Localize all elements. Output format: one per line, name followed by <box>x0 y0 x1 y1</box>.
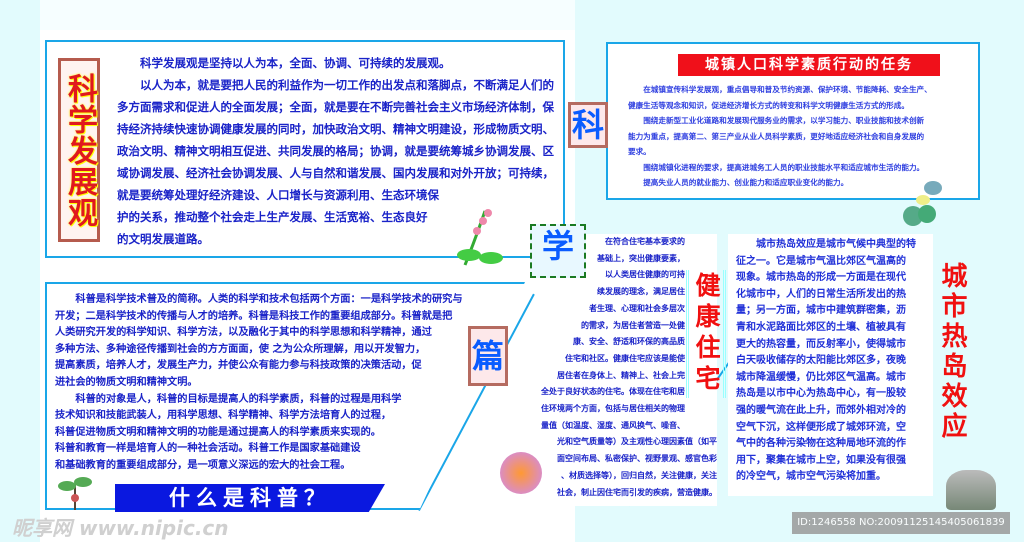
heat-island-panel: 城市热岛效应是城市气候中典型的特征之一。它是城市气温比郊区气温高的现象。城市热岛… <box>728 234 933 496</box>
text-line: 围绕走新型工业化道路和发展现代服务业的需求，以学习能力、职业技能和技术创新 <box>643 116 925 125</box>
housing-text: 在符合住宅基本要求的基础上，突出健康要素， 以人类居住健康的可持续发展的理念，满足… <box>535 234 717 501</box>
text-line: 者生理、心理和社会多层次 <box>589 303 685 313</box>
text-line: 护的关系，推动整个社会走上生产发展、生活宽裕、生态良好 <box>117 210 428 224</box>
text-line: 多方面需求和促进人的全面发展；全面，就是要在不断完善社会主义市场经济体制，保 <box>117 100 554 114</box>
text-line: 康、安全、舒适和环保的高品质 <box>573 337 685 347</box>
scientific-outlook-text: 科学发展观是坚持以人为本，全面、协调、可持续的发展观。以人为本，就是要把人民的利… <box>117 52 554 250</box>
text-line: 征之一。它是城市气温比郊区气温高的 <box>736 255 906 267</box>
text-line: 量值（如温度、湿度、通风换气、噪音、 <box>541 420 685 430</box>
text-line: 全处于良好状态的住宅。体现在住宅和居 <box>541 387 685 397</box>
text-line: 的冷空气，城市空气污染将加重。 <box>736 471 886 483</box>
text-line: 提高素质，培养人才，发展生产力，并使公众有能力参与科技政策的决策活动，促 <box>55 360 422 372</box>
plant-icon <box>895 178 945 228</box>
text-line: 进社会的物质文明和精神文明。 <box>55 376 198 388</box>
heat-island-text: 城市热岛效应是城市气候中典型的特征之一。它是城市气温比郊区气温高的现象。城市热岛… <box>736 237 916 486</box>
text-line: 续发展的理念，满足居住 <box>597 287 685 297</box>
text-line: 量；另一方面，城市中建筑群密集，沥 <box>736 305 906 317</box>
tile-pian: 篇 <box>468 326 508 386</box>
text-line: 用下，聚集在城市上空，如果没有很强 <box>736 454 906 466</box>
text-line: 要求。 <box>628 147 651 156</box>
text-line: 城市降温缓慢，仍比郊区气温高。城市 <box>736 371 906 383</box>
text-line: 在城镇宣传科学发展观，重点倡导和普及节约资源、保护环境、节能降耗、安全生产、 <box>643 85 932 94</box>
text-line: 的需求，为居住者营造一处健 <box>581 320 685 330</box>
text-line: 面空间布局、私密保护、视野景观、感官色彩 <box>557 454 717 464</box>
text-line: 气中的各种污染物在这种局地环流的作 <box>736 438 906 450</box>
scientific-outlook-title: 科学发展观 <box>58 58 100 242</box>
text-line: 政治文明、精神文明相互促进、共同发展的格局；协调，就是要统筹城乡协调发展、区 <box>117 144 554 158</box>
text-line: 能力为重点，提高第二、第三产业从业人员科学素质，更好地适应经济社会和自身发展的 <box>628 131 925 141</box>
flower-icon <box>455 205 505 267</box>
text-line: 和基础教育的重要组成部分，是一项意义深远的宏大的社会工程。 <box>55 459 351 471</box>
text-line: 科普促进物质文明和精神文明的功能是通过提高人的科学素质来实现的。 <box>55 426 381 438</box>
text-line: 空气下沉，这样便形成了城郊环流，空 <box>736 421 906 433</box>
text-line: 域协调发展、经济社会协调发展、人与自然和谐发展、国内发展和对外开放；可持续， <box>117 166 554 180</box>
left-background <box>0 0 40 542</box>
text-line: 以人类居住健康的可持 <box>605 270 685 280</box>
text-line: 社会，制止因住宅而引发的疾病，营造健康。 <box>557 487 717 497</box>
text-line: 以人为本，就是要把人民的利益作为一切工作的出发点和落脚点，不断满足人们的 <box>140 78 554 92</box>
text-line: 更大的热容量，而反射率小，使得城市 <box>736 338 906 350</box>
text-line: 白天吸收储存的太阳能比郊区多，夜晚 <box>736 355 906 367</box>
text-line: 热岛是以市中心为热岛中心，有一股较 <box>736 388 906 400</box>
text-line: 现象。城市热岛的形成一方面是在现代 <box>736 272 906 284</box>
kepu-title-banner: 什么是科普？ <box>115 484 385 512</box>
text-line: 开发；二是科学技术的传播与人才的培养。科普是科技工作的重要组成部分。科普就是把 <box>55 310 453 322</box>
scientific-outlook-panel: 科学发展观是坚持以人为本，全面、协调、可持续的发展观。以人为本，就是要把人民的利… <box>45 40 565 258</box>
heat-island-title: 城市热岛效应 <box>937 262 967 442</box>
sun-icon <box>500 452 542 494</box>
plant-icon <box>55 474 95 510</box>
text-line: 科普和教育一样是培育人的一种社会活动。科普工作是国家基础建设 <box>55 443 361 455</box>
text-line: 科普的对象是人，科普的目标是提高人的科学素质，科普的过程是用科学 <box>75 393 402 405</box>
kepu-panel: 科普是科学技术普及的简称。人类的科学和技术包括两个方面：一是科学技术的研究与开发… <box>45 282 525 510</box>
text-line: 强的暖气流在此上升，而郊外相对冷的 <box>736 404 906 416</box>
text-line: 科普是科学技术普及的简称。人类的科学和技术包括两个方面：一是科学技术的研究与 <box>75 294 463 305</box>
text-line: 持经济持续快速协调健康发展的同时，加快政治文明、精神文明建设，形成物质文明、 <box>117 122 554 136</box>
text-line: 城市热岛效应是城市气候中典型的特 <box>756 239 916 250</box>
tile-ke: 科 <box>568 102 608 148</box>
kepu-text: 科普是科学技术普及的简称。人类的科学和技术包括两个方面：一是科学技术的研究与开发… <box>55 292 463 475</box>
housing-title: 健康住宅 <box>686 270 726 398</box>
text-line: 提高失业人员的就业能力、创业能力和适应职业变化的能力。 <box>643 178 849 187</box>
watermark-id: ID:1246558 NO:20091125145405061839 <box>792 512 1010 534</box>
watermark-site: 昵享网 www.nipic.cn <box>12 516 229 540</box>
text-line: 住宅和社区。健康住宅应该是能使 <box>565 353 685 363</box>
text-line: 居住者在身体上、精神上、社会上完 <box>557 370 685 380</box>
text-line: 多种方法、多种途径传播到社会的方方面面，使 之为公众所理解，用以开发智力， <box>55 343 426 355</box>
text-line: 、材质选择等），回归自然，关注健康，关注 <box>561 470 717 480</box>
text-line: 青和水泥路面比郊区的土壤、植被具有 <box>736 321 906 333</box>
text-line: 住环境两个方面，包括与居住相关的物理 <box>541 404 685 414</box>
text-line: 化城市中，人们的日常生活所发出的热 <box>736 288 906 300</box>
text-line: 光和空气质量等）及主观性心理因素值（如平 <box>557 437 717 447</box>
text-line: 围绕城镇化进程的要求，提高进城务工人员的职业技能水平和适应城市生活的能力。 <box>643 162 925 172</box>
text-line: 就是要统筹处理好经济建设、人口增长与资源利用、生态环境保 <box>117 188 439 202</box>
tasks-title: 城镇人口科学素质行动的任务 <box>678 54 940 76</box>
tile-xue: 学 <box>530 224 586 278</box>
text-line: 健康生活等观念和知识，促进经济增长方式的转变和科学文明健康生活方式的形成。 <box>628 100 909 110</box>
text-line: 的文明发展道路。 <box>117 232 209 246</box>
text-line: 基础上，突出健康要素， <box>597 253 685 263</box>
text-line: 在符合住宅基本要求的 <box>605 237 685 246</box>
text-line: 技术知识和技能武装人，用科学思想、科学精神、科学方法培育人的过程， <box>55 410 392 422</box>
tasks-panel: 城镇人口科学素质行动的任务 在城镇宣传科学发展观，重点倡导和普及节约资源、保护环… <box>606 42 980 200</box>
text-line: 科学发展观是坚持以人为本，全面、协调、可持续的发展观。 <box>140 56 451 70</box>
rock-garden-image <box>946 470 996 510</box>
tasks-text: 在城镇宣传科学发展观，重点倡导和普及节约资源、保护环境、节能降耗、安全生产、健康… <box>628 82 932 191</box>
text-line: 人类研究开发的科学知识、科学方法，以及融化于其中的科学思想和科学精神，通过 <box>55 327 432 339</box>
